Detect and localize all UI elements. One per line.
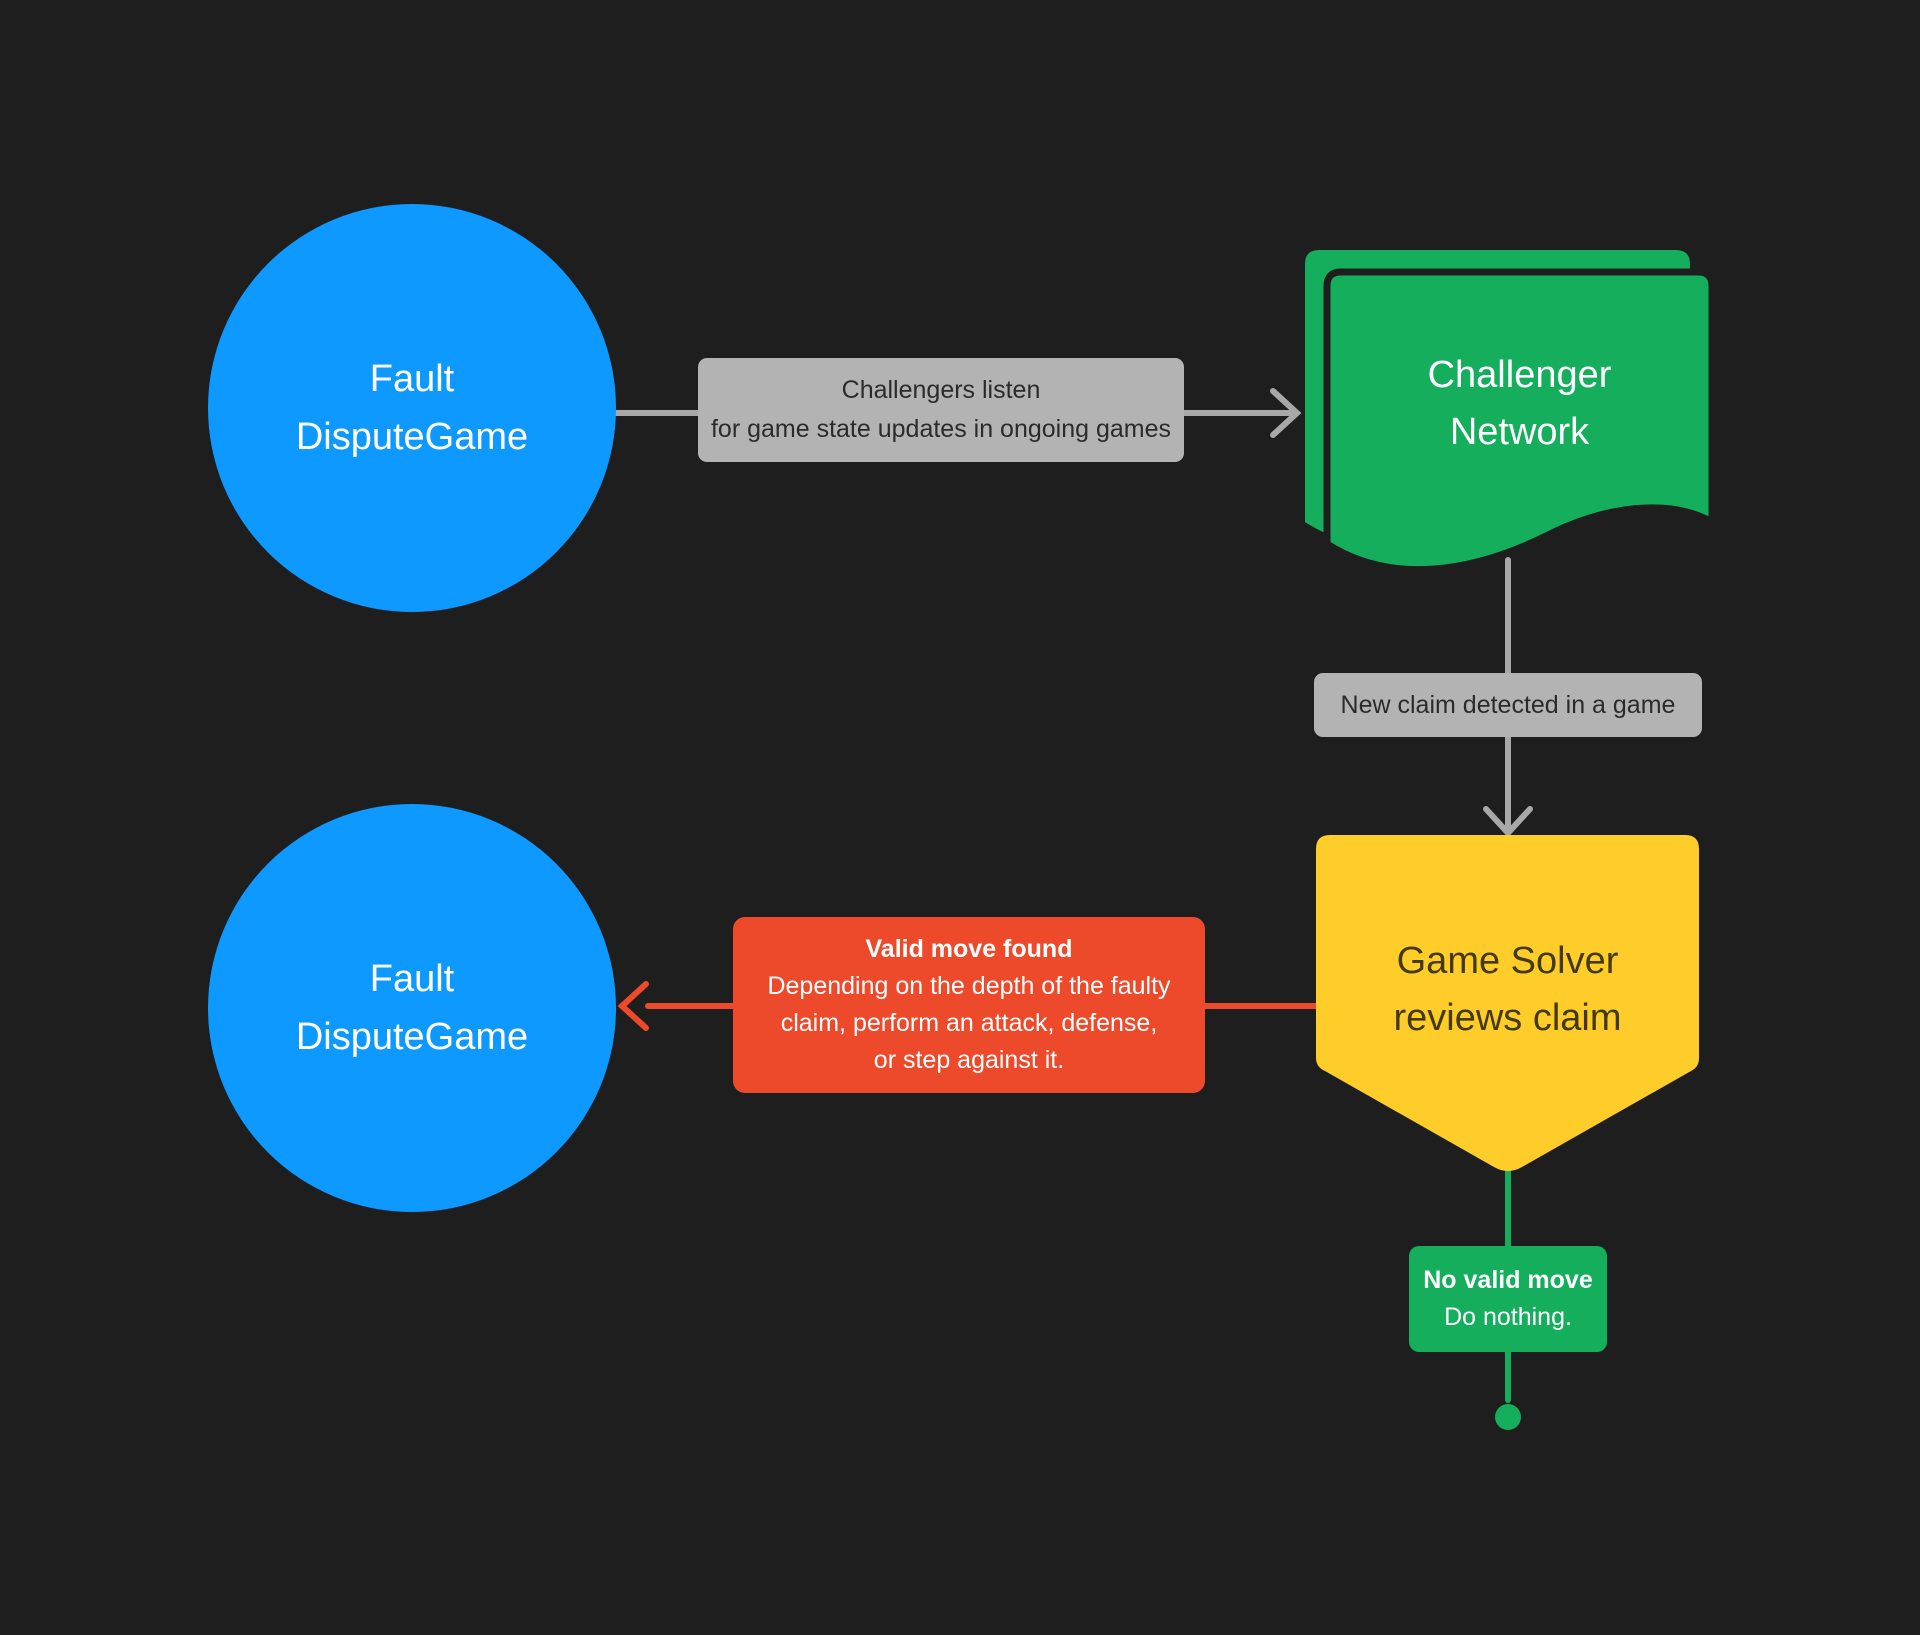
node-label-line: DisputeGame <box>295 1016 529 1058</box>
node-label-line: DisputeGame <box>295 416 529 458</box>
label-line: Depending on the depth of the faulty <box>767 972 1171 1000</box>
label-title: No valid move <box>1423 1266 1593 1294</box>
label-line: Challengers listen <box>841 376 1041 404</box>
arrowhead-down-icon <box>1483 806 1533 838</box>
label-no-valid-move: No valid move Do nothing. <box>1409 1246 1607 1352</box>
node-label-line: Fault <box>369 358 455 400</box>
document-front-layer <box>1323 268 1716 574</box>
arrowhead-right-icon <box>1270 388 1302 438</box>
label-valid-move: Valid move found Depending on the depth … <box>733 917 1205 1093</box>
arrow-claim-to-solver <box>1483 734 1533 838</box>
node-fault-dispute-game-top: Fault DisputeGame <box>208 204 616 612</box>
flow-end-dot <box>1495 1404 1521 1430</box>
label-new-claim: New claim detected in a game <box>1314 673 1702 737</box>
node-label-line: Fault <box>369 958 455 1000</box>
game-solver-shape <box>1316 835 1699 1171</box>
label-challengers-listen: Challengers listen for game state update… <box>698 358 1184 462</box>
node-fault-dispute-game-bottom: Fault DisputeGame <box>208 804 616 1212</box>
label-line: Do nothing. <box>1444 1303 1572 1331</box>
label-line: claim, perform an attack, defense, <box>780 1009 1158 1037</box>
arrow-valid-move <box>617 981 1321 1031</box>
arrowhead-left-icon <box>617 981 649 1031</box>
label-line: for game state updates in ongoing games <box>710 415 1172 443</box>
label-title: Valid move found <box>865 935 1073 963</box>
label-line: New claim detected in a game <box>1340 690 1676 719</box>
label-line: or step against it. <box>873 1046 1065 1074</box>
challenger-network-shape <box>1305 250 1716 574</box>
